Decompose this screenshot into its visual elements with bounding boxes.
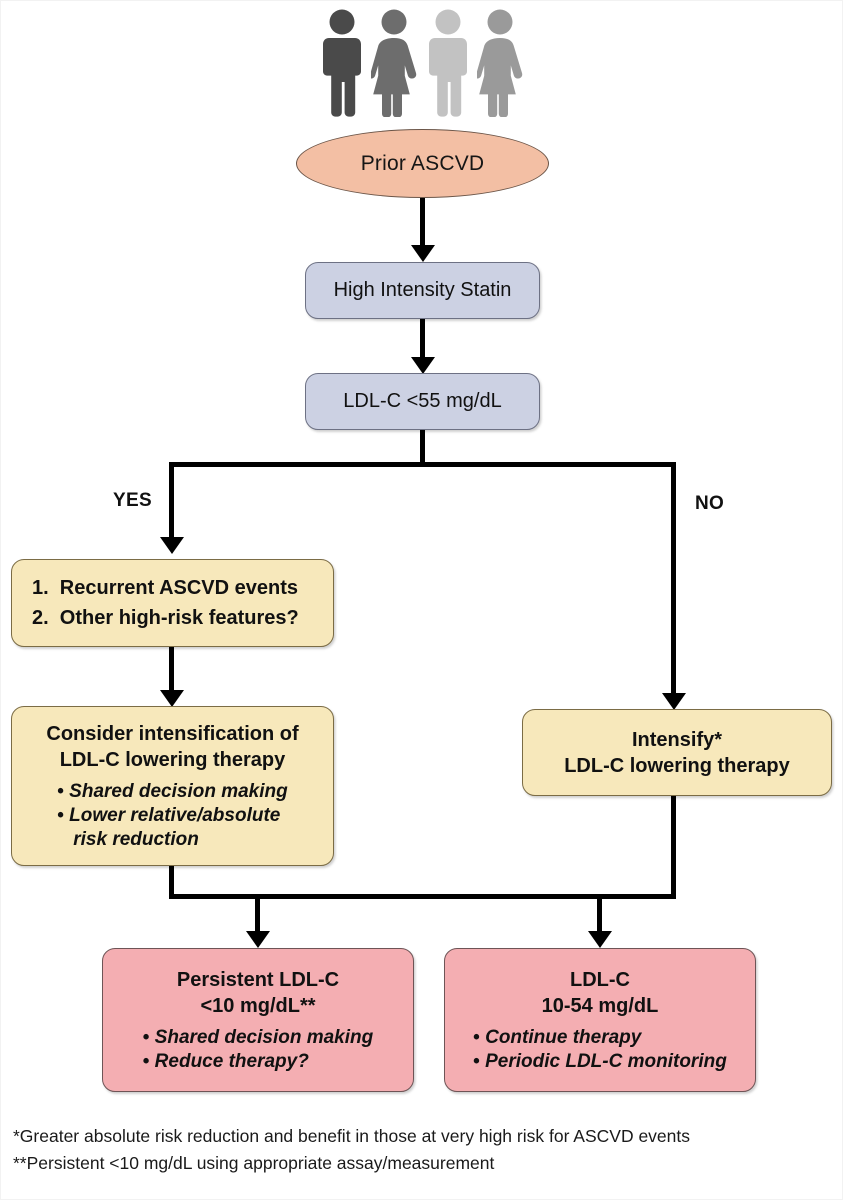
connector-intensify-down xyxy=(671,796,676,899)
node-intensify-title-line2: LDL-C lowering therapy xyxy=(564,754,790,777)
list-item: Shared decision making xyxy=(57,780,288,804)
node-ldl-range-title-line2: 10-54 mg/dL xyxy=(541,994,659,1017)
node-consider-title-line1: Consider intensification of xyxy=(46,722,299,745)
connector-recurrent-to-consider xyxy=(169,647,174,692)
node-intensify-title-line1: Intensify* xyxy=(631,728,723,751)
footnote-2: **Persistent <10 mg/dL using appropriate… xyxy=(13,1153,495,1173)
patient-population-icons xyxy=(319,9,529,117)
arrowhead-icon xyxy=(410,245,435,262)
branch-label-no: NO xyxy=(695,493,725,514)
connector-consider-down xyxy=(169,866,174,899)
node-consider-title-line2: LDL-C lowering therapy xyxy=(59,748,286,771)
node-ldl-range-bullets: Continue therapy Periodic LDL-C monitori… xyxy=(473,1026,727,1074)
male-figure-icon xyxy=(429,9,467,117)
node-ldl-target[interactable]: LDL-C <55 mg/dL xyxy=(305,373,540,430)
node-ldl-range-title-line1: LDL-C xyxy=(570,968,630,991)
connector-to-persistent xyxy=(255,894,260,934)
node-recurrent-events-item-1: 1. Recurrent ASCVD events xyxy=(32,577,299,599)
arrowhead-icon xyxy=(587,931,612,948)
footnotes: *Greater absolute risk reduction and ben… xyxy=(13,1123,813,1177)
list-item: Reduce therapy? xyxy=(143,1050,374,1074)
node-prior-ascvd-label: Prior ASCVD xyxy=(360,151,485,175)
arrowhead-icon xyxy=(159,537,184,554)
connector-target-stem xyxy=(420,430,425,466)
list-item: Shared decision making xyxy=(143,1026,374,1050)
footnote-1: *Greater absolute risk reduction and ben… xyxy=(13,1126,691,1146)
node-high-intensity-statin[interactable]: High Intensity Statin xyxy=(305,262,540,319)
connector-yes-leg xyxy=(169,462,174,540)
node-ldl-range[interactable]: LDL-C 10-54 mg/dL Continue therapy Perio… xyxy=(444,948,756,1092)
connector-split-bar xyxy=(169,462,676,467)
arrowhead-icon xyxy=(245,931,270,948)
node-persistent-bullets: Shared decision making Reduce therapy? xyxy=(143,1026,374,1074)
node-consider-bullets: Shared decision making Lower relative/ab… xyxy=(57,780,288,852)
list-item: Lower relative/absolute xyxy=(57,804,288,828)
connector-start-to-statin xyxy=(420,198,425,247)
arrowhead-icon xyxy=(661,693,686,710)
node-prior-ascvd[interactable]: Prior ASCVD xyxy=(296,129,549,198)
node-intensify[interactable]: Intensify* LDL-C lowering therapy xyxy=(522,709,832,796)
node-ldl-target-label: LDL-C <55 mg/dL xyxy=(343,390,502,412)
arrowhead-icon xyxy=(159,690,184,707)
node-persistent-ldl[interactable]: Persistent LDL-C <10 mg/dL** Shared deci… xyxy=(102,948,414,1092)
node-persistent-title-line2: <10 mg/dL** xyxy=(200,994,316,1017)
connector-to-range xyxy=(597,894,602,934)
connector-no-leg xyxy=(671,462,676,696)
list-item: risk reduction xyxy=(73,828,199,850)
list-item: Continue therapy xyxy=(473,1026,727,1050)
node-high-intensity-statin-label: High Intensity Statin xyxy=(333,279,512,301)
connector-merge-bar xyxy=(169,894,676,899)
list-item: Periodic LDL-C monitoring xyxy=(473,1050,727,1074)
branch-label-yes: YES xyxy=(113,490,152,511)
connector-statin-to-target xyxy=(420,319,425,359)
female-figure-icon xyxy=(371,9,417,117)
arrowhead-icon xyxy=(410,357,435,374)
node-persistent-title-line1: Persistent LDL-C xyxy=(176,968,340,991)
node-recurrent-events[interactable]: 1. Recurrent ASCVD events 2. Other high-… xyxy=(11,559,334,647)
female-figure-icon xyxy=(477,9,523,117)
node-recurrent-events-item-2: 2. Other high-risk features? xyxy=(32,607,299,629)
node-consider-intensification[interactable]: Consider intensification of LDL-C loweri… xyxy=(11,706,334,866)
male-figure-icon xyxy=(323,9,361,117)
